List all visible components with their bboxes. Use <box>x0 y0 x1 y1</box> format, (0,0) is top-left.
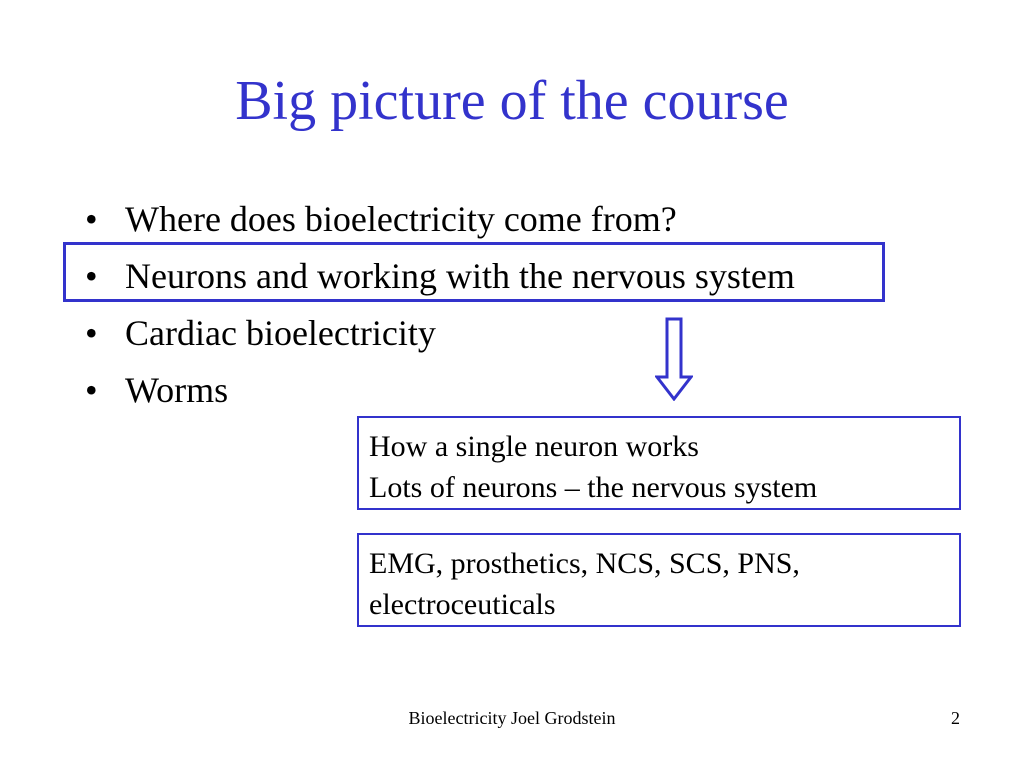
bullet-item: • Cardiac bioelectricity <box>85 307 795 364</box>
highlight-box <box>63 242 885 302</box>
page-number: 2 <box>951 708 960 728</box>
detail-line: electroceuticals <box>369 588 556 621</box>
bullet-text: Where does bioelectricity come from? <box>125 199 677 239</box>
bullet-item: • Where does bioelectricity come from? <box>85 193 795 250</box>
bullet-text: Worms <box>125 370 229 410</box>
bullet-dot: • <box>85 199 98 239</box>
bullet-dot: • <box>85 313 98 353</box>
footer-text: Bioelectricity Joel Grodstein <box>408 708 616 728</box>
bullet-text: Neurons and working with the nervous sys… <box>125 256 795 296</box>
bullet-dot: • <box>85 370 98 410</box>
detail-box-applications: EMG, prosthetics, NCS, SCS, PNS, electro… <box>357 533 961 627</box>
bullet-dot: • <box>85 256 98 296</box>
bullet-item: • Worms <box>85 364 795 421</box>
bullet-list: • Where does bioelectricity come from? •… <box>85 193 795 421</box>
slide-title: Big picture of the course <box>235 70 789 132</box>
bullet-item: • Neurons and working with the nervous s… <box>85 250 795 307</box>
detail-line: Lots of neurons – the nervous system <box>369 471 818 504</box>
detail-box-neurons: How a single neuron works Lots of neuron… <box>357 416 961 510</box>
bullet-text: Cardiac bioelectricity <box>125 313 436 353</box>
detail-line: How a single neuron works <box>369 430 699 463</box>
detail-line: EMG, prosthetics, NCS, SCS, PNS, <box>369 547 800 580</box>
down-arrow-icon <box>655 317 693 401</box>
